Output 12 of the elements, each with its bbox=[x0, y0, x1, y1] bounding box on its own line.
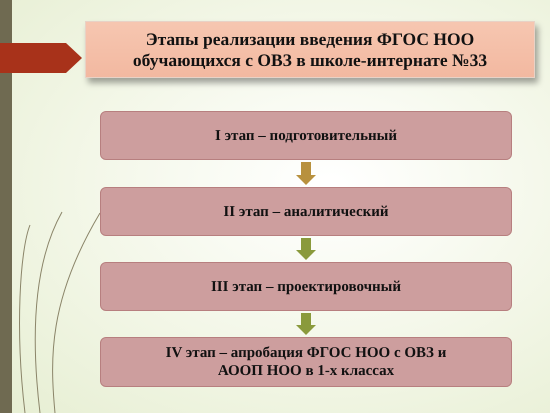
arrow bbox=[296, 313, 316, 335]
stage-box bbox=[100, 187, 512, 236]
stage-box bbox=[100, 111, 512, 160]
stage-label: II этап – аналитический bbox=[223, 202, 389, 220]
stage-box bbox=[100, 262, 512, 311]
arrow bbox=[296, 238, 316, 260]
stage-label: III этап – проектировочный bbox=[210, 278, 402, 296]
stage-box bbox=[100, 337, 512, 387]
arrow bbox=[296, 162, 316, 185]
title: Этапы реализации введения ФГОС НОО обучающихся с ОВЗ в школе-интернате №33 bbox=[132, 28, 488, 70]
stage-label: IV этап – апробация ФГОС НОО с ОВЗ и АООП НОО в 1-х классах bbox=[164, 344, 448, 380]
stage-label: I этап – подготовительный bbox=[214, 126, 397, 144]
